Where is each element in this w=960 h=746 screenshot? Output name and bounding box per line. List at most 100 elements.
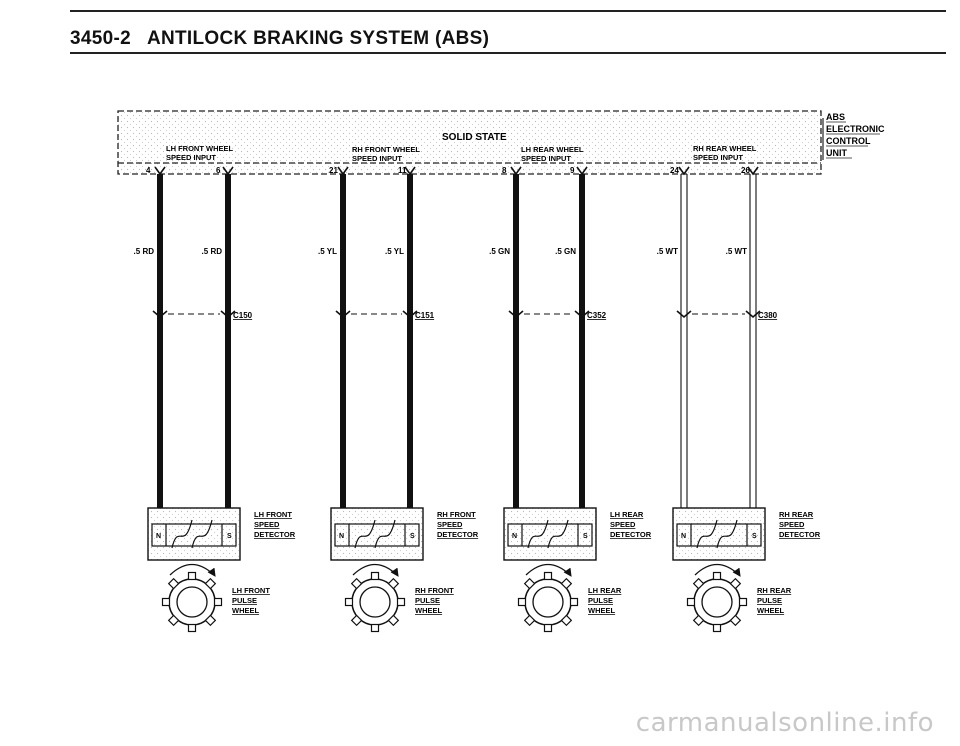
pulse-wheel-label: LH REAR: [588, 586, 622, 595]
pulse-wheel-hub: [359, 586, 391, 618]
coil-winding: [374, 519, 396, 549]
rotation-arrowhead: [390, 567, 399, 577]
speed-detector-coil: [676, 523, 762, 547]
pulse-wheel-label: WHEEL: [415, 606, 443, 615]
pulse-wheel-tooth: [738, 597, 748, 607]
pulse-wheel-tooth: [187, 623, 197, 633]
pulse-wheel-tooth: [543, 571, 553, 581]
module-name-line-3: CONTROL: [826, 136, 871, 146]
pin-number: 26: [741, 166, 750, 175]
input-label-rh-front-1: RH FRONT WHEEL: [352, 145, 420, 154]
input-label-lh-rear-2: SPEED INPUT: [521, 154, 571, 163]
speed-detector-housing: [147, 507, 241, 561]
pulse-wheel-tooth: [167, 614, 180, 627]
input-label-rh-rear-1: RH REAR WHEEL: [693, 144, 757, 153]
wire-color-label: .5 WT: [726, 247, 747, 256]
input-label-lh-rear-1: LH REAR WHEEL: [521, 145, 584, 154]
speed-detector-label: RH FRONT: [437, 510, 476, 519]
coil-winding: [696, 519, 718, 549]
coil-winding: [547, 519, 569, 549]
speed-detector-housing: [672, 507, 766, 561]
speed-detector-label: DETECTOR: [610, 530, 652, 539]
pulse-wheel-label: PULSE: [757, 596, 782, 605]
south-pole-label: S: [227, 533, 232, 540]
pulse-wheel-tooth: [712, 571, 722, 581]
speed-detector-label: LH REAR: [610, 510, 644, 519]
pin-number: 9: [570, 166, 575, 175]
input-label-lh-front-2: SPEED INPUT: [166, 153, 216, 162]
top-rule: [70, 10, 946, 12]
wire-color-label: .5 WT: [657, 247, 678, 256]
connector-id: C151: [415, 311, 435, 320]
connector-mark: [745, 310, 761, 319]
module-name-line-1: ABS: [826, 112, 845, 122]
pulse-wheel-tooth: [187, 571, 197, 581]
pulse-wheel-tooth: [387, 614, 400, 627]
pulse-wheel-tooth: [712, 623, 722, 633]
pulse-wheel-label: RH REAR: [757, 586, 792, 595]
coil-winding: [354, 519, 376, 549]
connector-mark: [220, 310, 236, 319]
wire-color-label: .5 GN: [555, 247, 576, 256]
speed-detector-housing: [503, 507, 597, 561]
pulse-wheel-label: LH FRONT: [232, 586, 270, 595]
connector-mark: [335, 310, 351, 319]
wire-color-label: .5 RD: [202, 247, 223, 256]
rotation-arrowhead: [563, 567, 572, 577]
connector-mark: [402, 310, 418, 319]
connector-id: C380: [758, 311, 778, 320]
speed-detector-label: SPEED: [254, 520, 280, 529]
north-pole-label: N: [681, 533, 686, 540]
speed-detector-label: DETECTOR: [437, 530, 479, 539]
pin-number: 21: [329, 166, 338, 175]
speed-detector-label: SPEED: [437, 520, 463, 529]
speed-detector-label: DETECTOR: [779, 530, 821, 539]
connector-mark: [676, 310, 692, 319]
pulse-wheel-label: WHEEL: [232, 606, 260, 615]
speed-detector-label: DETECTOR: [254, 530, 296, 539]
rotation-arrowhead: [207, 567, 216, 577]
pulse-wheel-tooth: [543, 623, 553, 633]
connector-id: C352: [587, 311, 607, 320]
speed-detector-coil: [334, 523, 420, 547]
speed-detector-label: RH REAR: [779, 510, 814, 519]
pulse-wheel-tooth: [729, 614, 742, 627]
wire-color-label: .5 YL: [318, 247, 337, 256]
speed-input-labels: LH FRONT WHEEL SPEED INPUT RH FRONT WHEE…: [166, 144, 757, 163]
coil-winding: [191, 519, 213, 549]
pulse-wheel-tooth: [729, 577, 742, 590]
pin-number: 6: [216, 166, 221, 175]
coil-winding: [716, 519, 738, 549]
pulse-wheel-tooth: [204, 614, 217, 627]
speed-detector-coil: [507, 523, 593, 547]
pulse-wheel-tooth: [370, 571, 380, 581]
module-name-line-4: UNIT: [826, 148, 847, 158]
pulse-wheel-tooth: [517, 597, 527, 607]
coil-winding: [527, 519, 549, 549]
pulse-wheel-label: RH FRONT: [415, 586, 454, 595]
pulse-wheel-tooth: [350, 577, 363, 590]
north-pole-label: N: [512, 533, 517, 540]
pulse-wheel-tooth: [692, 614, 705, 627]
connector-mark: [152, 310, 168, 319]
pin-marker: [747, 166, 759, 176]
page-title: ANTILOCK BRAKING SYSTEM (ABS): [146, 28, 490, 49]
speed-detector-label: SPEED: [610, 520, 636, 529]
pulse-wheel-tooth: [213, 597, 223, 607]
pulse-wheel-tooth: [167, 577, 180, 590]
connector-id: C150: [233, 311, 253, 320]
pulse-wheel-tooth: [560, 614, 573, 627]
pin-number: 4: [146, 166, 151, 175]
coil-winding: [171, 519, 193, 549]
pulse-wheel-tooth: [569, 597, 579, 607]
pulse-wheel-label: WHEEL: [757, 606, 785, 615]
watermark: carmanualsonline.info: [635, 708, 934, 738]
south-pole-label: S: [583, 533, 588, 540]
pulse-wheel-tooth: [686, 597, 696, 607]
